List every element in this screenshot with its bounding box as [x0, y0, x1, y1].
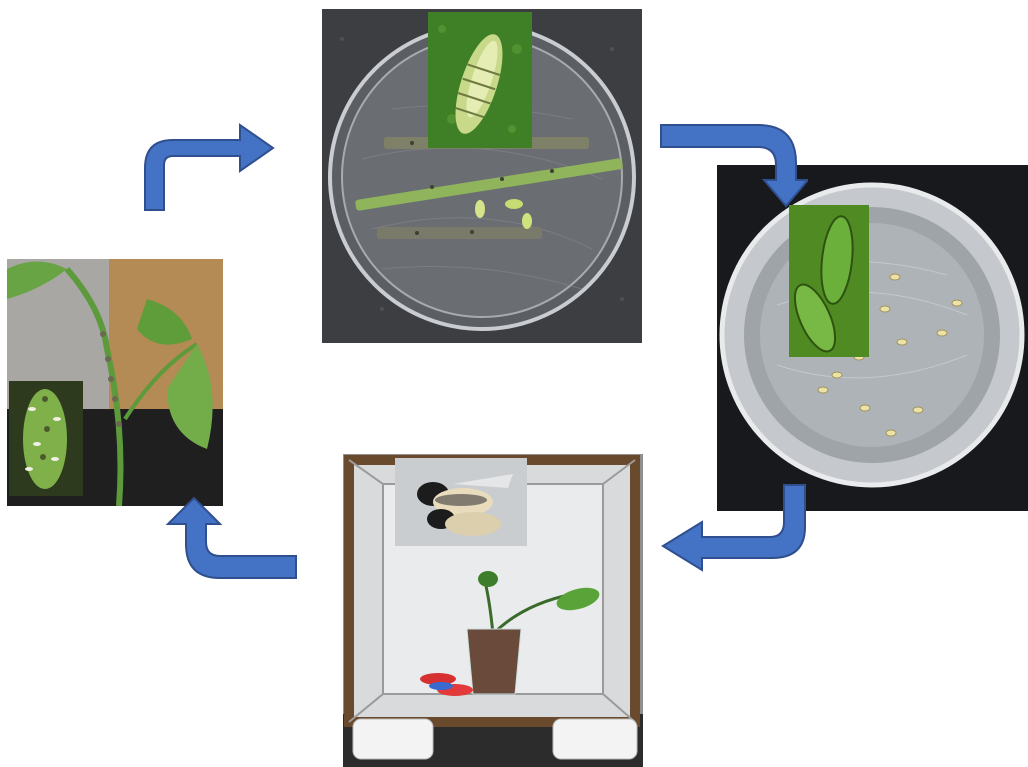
pupa — [913, 407, 923, 413]
larva — [505, 199, 523, 209]
plant-pot — [467, 629, 521, 694]
cycle-arrow-larva-to-pupa — [658, 120, 808, 210]
larva-stage-photo — [322, 9, 642, 343]
pupa — [860, 405, 870, 411]
pupae-closeup-inset — [787, 205, 869, 357]
stem-piece — [377, 227, 542, 239]
pupa — [890, 274, 900, 280]
adult-hoverflies-inset — [395, 458, 527, 546]
pupa — [937, 330, 947, 336]
larva — [522, 213, 532, 229]
pupa — [886, 430, 896, 436]
cycle-arrow-egg-to-larva — [140, 120, 280, 215]
larva — [475, 200, 485, 218]
pupa — [952, 300, 962, 306]
larva-closeup-inset — [428, 12, 532, 148]
adult-stage-photo — [343, 454, 643, 767]
pupa — [832, 372, 842, 378]
cycle-arrow-pupa-to-adult — [658, 482, 810, 572]
eggs-closeup-inset — [9, 381, 83, 496]
pupa-stage-photo — [717, 165, 1028, 511]
pupa — [818, 387, 828, 393]
cycle-arrow-adult-to-egg — [160, 494, 302, 586]
pupa — [897, 339, 907, 345]
egg-stage-photo — [7, 259, 223, 506]
pupa — [880, 306, 890, 312]
